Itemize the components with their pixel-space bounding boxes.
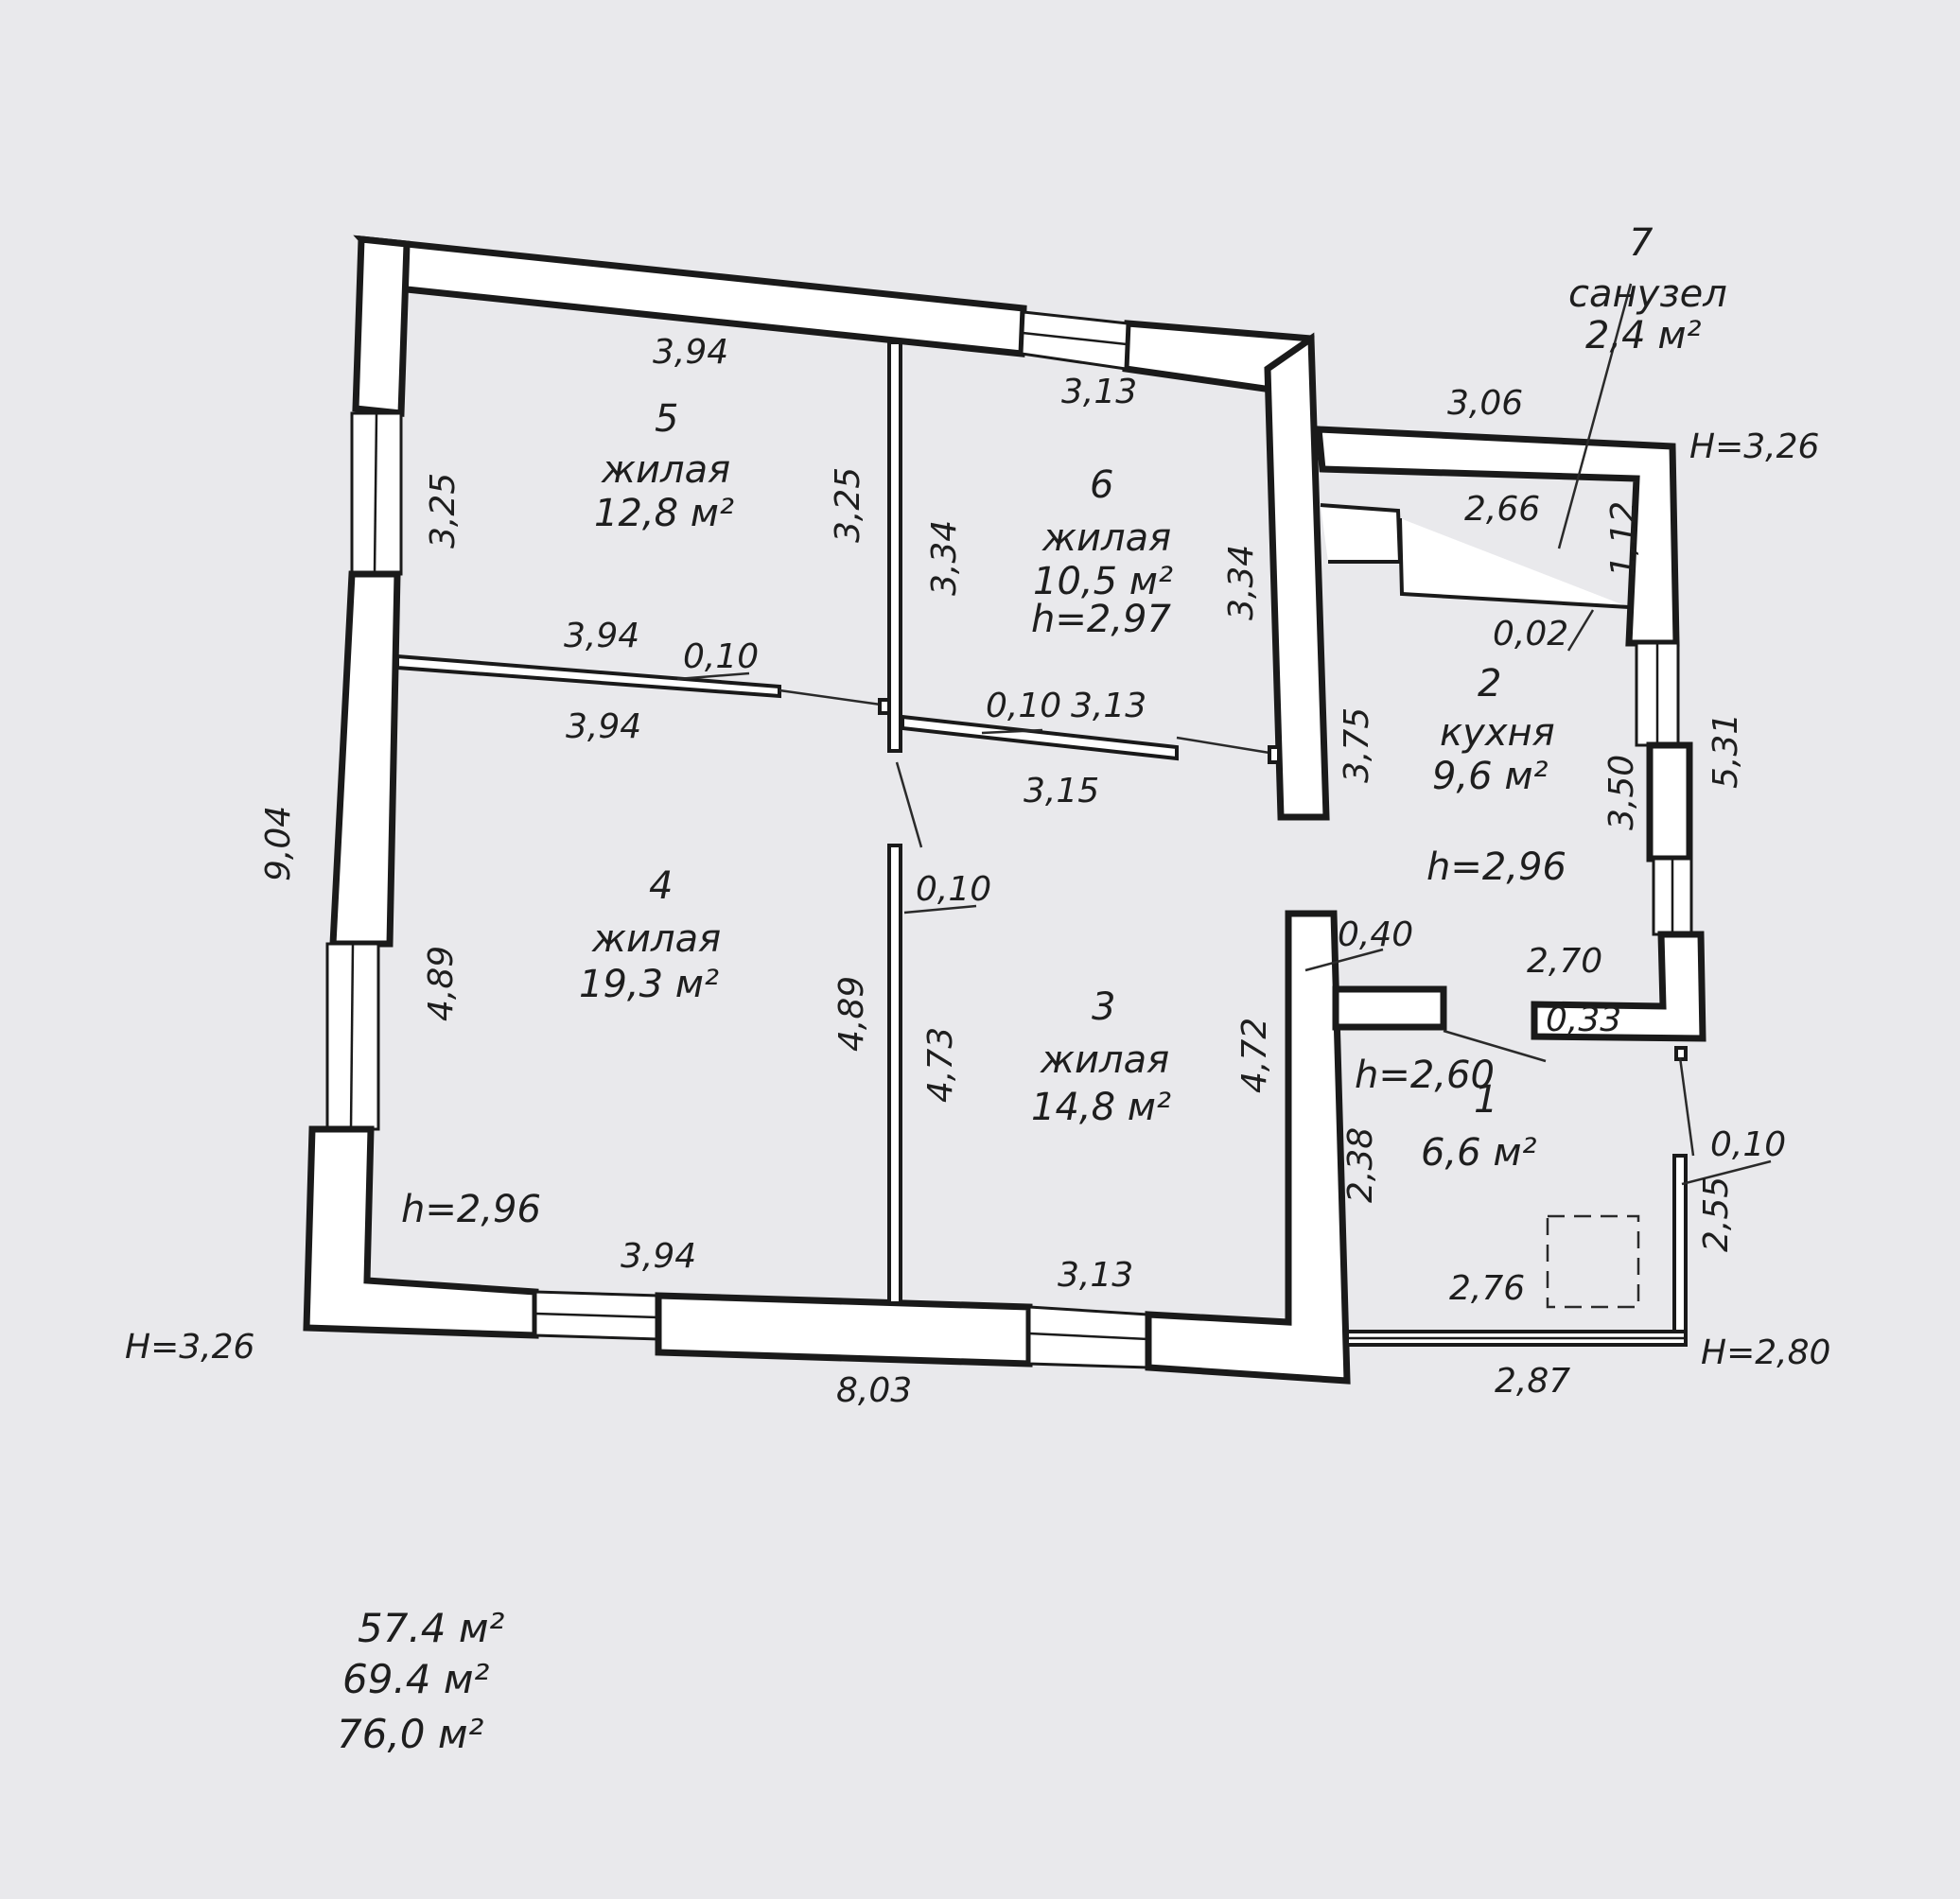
- dim-r6-top: 3,13: [1061, 373, 1137, 411]
- partition-5-6: [887, 340, 902, 753]
- room-4-number: 4: [649, 864, 673, 908]
- room-6-number: 6: [1090, 463, 1113, 507]
- wall-right-upper: [1264, 332, 1330, 821]
- dim-r5-right: 3,25: [829, 467, 867, 543]
- total-area-2: 69.4 м²: [342, 1656, 490, 1702]
- door-entrance[interactable]: [1678, 1056, 1695, 1157]
- partition-4-3: [887, 844, 902, 1305]
- room-3-area: 14,8 м²: [1031, 1086, 1171, 1129]
- floor-hatch: [1546, 1214, 1640, 1309]
- dim-r1-left: 2,38: [1341, 1127, 1380, 1203]
- room-2-area: 9,6 м²: [1432, 755, 1549, 798]
- dim-r1-inner: 2,76: [1449, 1269, 1525, 1308]
- dim-r1-bottom: 2,87: [1495, 1362, 1570, 1401]
- wall-left-mid: [329, 570, 401, 948]
- dim-partition-b: 0,10: [986, 687, 1061, 725]
- room-5-type: жилая: [601, 448, 730, 492]
- room-6-area: 10,5 м²: [1033, 560, 1173, 603]
- dim-r3-bottom: 3,13: [1058, 1256, 1133, 1295]
- window-top: [1020, 310, 1129, 371]
- dim-r3-right: 4,72: [1235, 1018, 1274, 1093]
- dim-r4-bottom: 3,94: [621, 1237, 696, 1276]
- partition-6-3: [901, 714, 1179, 761]
- dim-overall-bottom: 8,03: [836, 1371, 912, 1410]
- annex-wall-kitchen-corner: [1531, 931, 1706, 1042]
- room-4-height: h=2,96: [401, 1188, 541, 1231]
- dim-r5-left: 3,25: [424, 473, 463, 549]
- partitions: [395, 340, 1695, 1309]
- dim-r1-wall: 0,10: [1710, 1125, 1786, 1164]
- dimension-labels: 3,94 3,13 3,94 0,10 3,94 0,10 3,13 3,15 …: [259, 333, 1786, 1410]
- dim-r4-left: 4,89: [422, 946, 461, 1021]
- door-5[interactable]: [779, 688, 888, 707]
- wall-left-bottom: [303, 1125, 539, 1339]
- dim-r7-top: 3,06: [1447, 384, 1523, 423]
- dim-overall-left: 9,04: [259, 806, 298, 881]
- room-6-type: жилая: [1041, 516, 1171, 560]
- dim-partition-a: 0,10: [683, 637, 759, 676]
- dim-r5-bottom: 3,94: [564, 617, 639, 655]
- wall-bottom-mid: [655, 1292, 1033, 1368]
- room-1-height: h=2,60: [1355, 1054, 1495, 1097]
- main-walls: [303, 235, 1351, 1385]
- wall-bottom-right: [1145, 910, 1351, 1385]
- dim-r1-right: 2,55: [1697, 1176, 1736, 1252]
- sanuzel-partition: [1320, 503, 1403, 564]
- room-labels: 5 жилая 12,8 м² 6 жилая 10,5 м² h=2,97 4…: [401, 221, 1727, 1231]
- wall-left-top: [352, 235, 411, 417]
- room-4-area: 19,3 м²: [579, 963, 719, 1006]
- room-5-number: 5: [655, 397, 678, 441]
- leader-lines: [676, 283, 1772, 1186]
- room-3-number: 3: [1092, 985, 1115, 1029]
- area-totals: 57.4 м² 69.4 м² 76,0 м²: [337, 1605, 505, 1757]
- dim-r6-left: 3,34: [925, 520, 964, 596]
- dim-r3-top: 3,15: [1024, 772, 1099, 810]
- height-main-left: H=3,26: [125, 1328, 254, 1367]
- dim-r2-bottom: 2,70: [1527, 942, 1602, 981]
- room-7-type: санузел: [1568, 272, 1727, 316]
- annex-walls: [1315, 426, 1706, 1347]
- pier-0-40: [1332, 985, 1447, 1031]
- door-6[interactable]: [1176, 736, 1270, 755]
- room-1-number: 1: [1474, 1078, 1497, 1122]
- room-5-area: 12,8 м²: [594, 492, 734, 535]
- room-6-height: h=2,97: [1031, 598, 1171, 641]
- room-4-type: жилая: [591, 917, 721, 961]
- dim-r7-inner: 2,66: [1464, 490, 1540, 529]
- annex-wall-right-pier: [1646, 741, 1693, 862]
- dim-r6-bottom: 3,13: [1071, 687, 1146, 725]
- dim-r2-left: 3,75: [1338, 707, 1376, 783]
- dim-r6-right: 3,34: [1222, 545, 1261, 620]
- room-3-type: жилая: [1040, 1038, 1169, 1082]
- dim-r2-outer: 5,31: [1706, 713, 1745, 789]
- dim-r7-side: 1,12: [1604, 501, 1643, 577]
- room-2-height: h=2,96: [1426, 845, 1566, 889]
- door-4-3[interactable]: [895, 761, 923, 848]
- total-area-1: 57.4 м²: [358, 1605, 505, 1651]
- annex-wall-top: [1315, 426, 1680, 647]
- room-2-type: кухня: [1440, 711, 1555, 755]
- total-area-3: 76,0 м²: [337, 1711, 484, 1757]
- height-marks: H=3,26 H=3,26 H=2,80: [125, 427, 1830, 1372]
- dim-partition-c: 0,10: [916, 870, 991, 909]
- dim-pier: 0,40: [1338, 915, 1413, 954]
- room-7-number: 7: [1629, 221, 1654, 265]
- height-annex-bottom: H=2,80: [1701, 1333, 1830, 1372]
- room-2-number: 2: [1478, 662, 1501, 706]
- dim-r3-left: 4,73: [921, 1027, 960, 1103]
- dim-r5-top: 3,94: [653, 333, 728, 372]
- room-1-area: 6,6 м²: [1421, 1131, 1537, 1175]
- dim-r2-right: 3,50: [1602, 755, 1641, 830]
- dim-wall-033: 0,33: [1546, 1001, 1621, 1039]
- dim-r7-gap: 0,02: [1493, 615, 1568, 653]
- dim-r4-top: 3,94: [566, 707, 641, 746]
- dim-r4-right: 4,89: [832, 976, 871, 1052]
- height-annex-top: H=3,26: [1689, 427, 1819, 466]
- partition-5-4: [395, 653, 781, 699]
- room-7-area: 2,4 м²: [1585, 314, 1702, 357]
- door-1[interactable]: [1443, 1029, 1547, 1063]
